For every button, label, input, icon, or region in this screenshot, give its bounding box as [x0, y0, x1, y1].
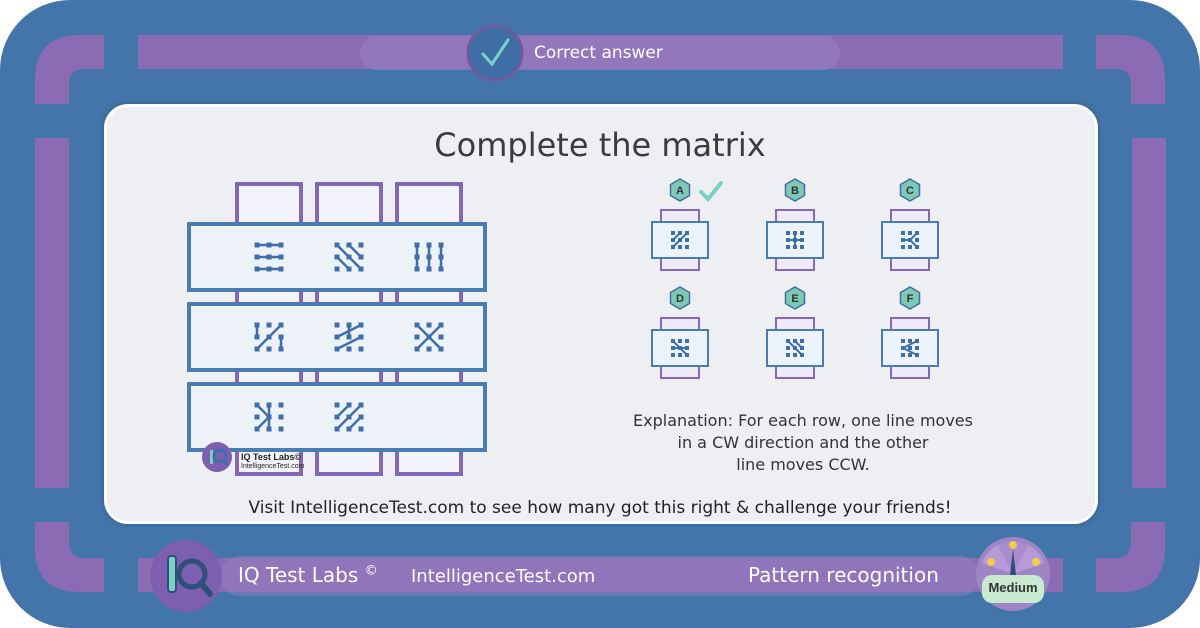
visit-cta[interactable]: Visit IntelligenceTest.com to see how ma…: [248, 498, 952, 518]
watermark-brand: IQ Test Labs©: [241, 452, 301, 462]
watermark-logo: [202, 442, 232, 472]
hard-face-icon: [1032, 558, 1040, 566]
gauge-needle-icon: [1010, 549, 1016, 575]
matrix-cell-1: [254, 242, 284, 272]
footer-brand: IQ Test Labs ©: [238, 563, 378, 587]
option-label: B: [791, 185, 799, 197]
option-e[interactable]: E: [766, 286, 824, 379]
matrix-cell-3: [414, 242, 444, 272]
option-badge-icon: [899, 178, 921, 202]
option-a-correct-icon: [699, 181, 723, 202]
matrix-puzzle: [187, 182, 487, 476]
iq-logo: [150, 540, 222, 612]
question-title: Complete the matrix: [434, 126, 766, 164]
difficulty-label: Medium: [988, 580, 1038, 595]
option-badge-icon: [669, 178, 691, 202]
watermark-text: IQ Test Labs© IntelligenceTest.com: [241, 452, 304, 472]
option-badge-icon: [784, 286, 806, 310]
option-d[interactable]: D: [651, 286, 709, 379]
footer-category: Pattern recognition: [748, 563, 939, 587]
option-label: F: [907, 293, 914, 305]
difficulty-gauge: [976, 537, 1050, 611]
option-a[interactable]: A: [651, 178, 709, 271]
option-label: D: [676, 293, 684, 305]
explanation-line-2: in a CW direction and the other: [677, 433, 929, 452]
option-c[interactable]: C: [881, 178, 939, 271]
footer-brand-name: IQ Test Labs: [238, 563, 359, 587]
correct-check-badge: [466, 24, 524, 82]
footer-site[interactable]: IntelligenceTest.com: [411, 566, 596, 587]
correct-answer-label: Correct answer: [534, 43, 663, 63]
matrix-cell-4: [254, 322, 284, 352]
matrix-cell-5: [334, 322, 364, 352]
option-label: A: [676, 185, 684, 197]
option-b[interactable]: B: [766, 178, 824, 271]
medium-face-icon: [1009, 541, 1017, 549]
matrix-cell-7: [254, 402, 284, 432]
option-label: E: [791, 293, 798, 305]
option-badge-icon: [784, 178, 806, 202]
matrix-cell-6: [414, 322, 444, 352]
footer-copyright: ©: [364, 563, 378, 579]
explanation-text: Explanation: For each row, one line move…: [603, 410, 1003, 476]
option-badge-icon: [669, 286, 691, 310]
option-badge-icon: [899, 286, 921, 310]
option-label: C: [906, 185, 914, 197]
answer-options: A B C D E F: [651, 178, 939, 379]
explanation-line-3: line moves CCW.: [736, 455, 870, 474]
matrix-cell-8: [334, 402, 364, 432]
check-icon: [481, 38, 510, 67]
matrix-cell-2: [334, 242, 364, 272]
option-f[interactable]: F: [881, 286, 939, 379]
easy-face-icon: [987, 558, 995, 566]
watermark-site: IntelligenceTest.com: [241, 463, 305, 470]
explanation-line-1: Explanation: For each row, one line move…: [633, 411, 973, 430]
